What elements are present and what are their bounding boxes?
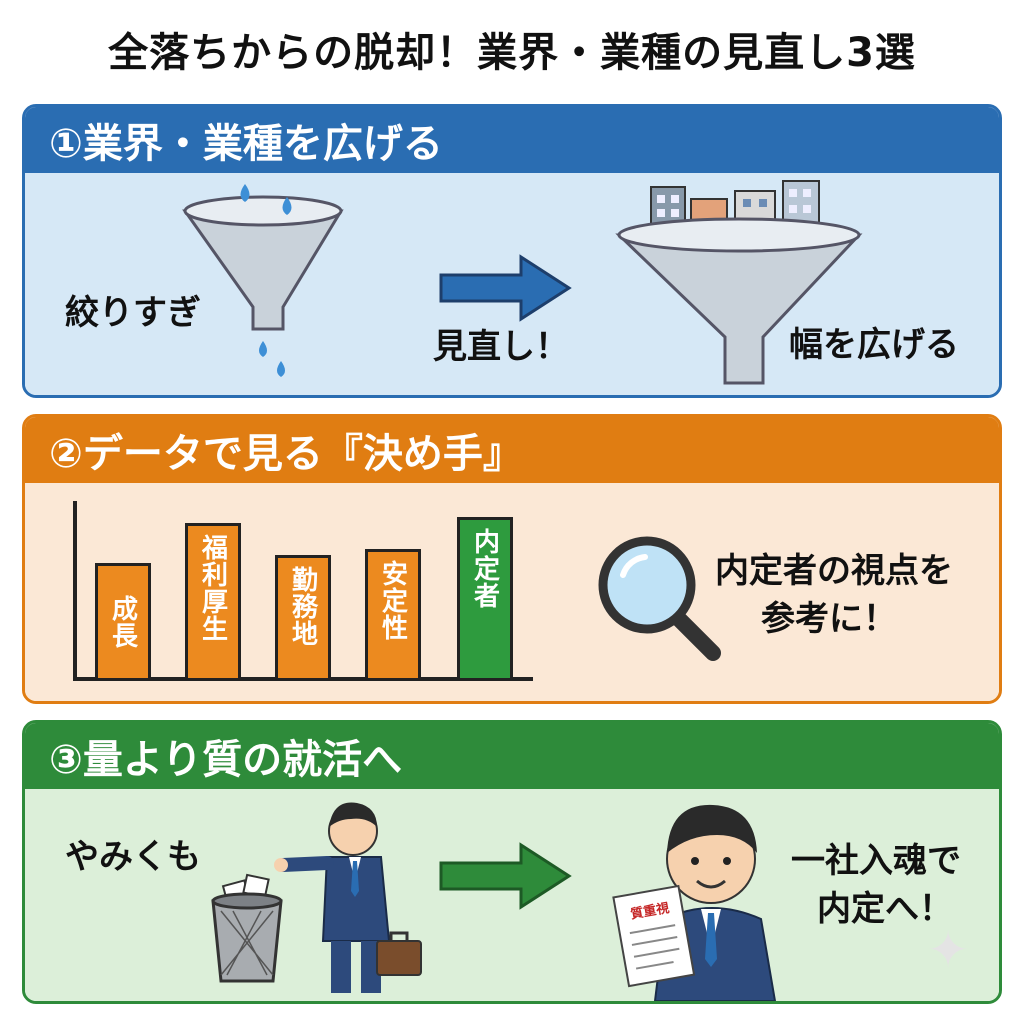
sparkle-icon: ✦	[927, 921, 969, 979]
bar-welfare: 福利厚生	[185, 523, 241, 681]
arrow-right-icon	[439, 842, 572, 910]
section-heading: ①業界・業種を広げる	[25, 107, 999, 173]
section-heading: ②データで見る『決め手』	[25, 417, 999, 483]
callout-line2: 参考に！	[761, 599, 897, 639]
callout-line1: 内定者の視点を	[715, 551, 953, 591]
section-body: 絞りすぎ 見直し！ 幅を広げる	[25, 173, 999, 395]
narrow-funnel-icon	[182, 184, 344, 377]
one-company-label: 一社入魂で	[791, 841, 961, 881]
bar-location: 勤務地	[275, 555, 331, 681]
bar-offer-holders: 内定者	[457, 517, 513, 681]
confident-businessman-icon: 質重視	[612, 804, 777, 1001]
paper-label: 質重視	[629, 900, 670, 923]
bar-stability: 安定性	[365, 549, 421, 681]
businessman-icon	[274, 802, 422, 993]
wide-funnel-icon	[615, 180, 863, 385]
random-label: やみくも	[65, 837, 201, 877]
section-body: やみくも	[25, 789, 999, 1001]
briefcase-icon	[376, 931, 422, 976]
section-quality-over-quantity: ③量より質の就活へ やみくも	[22, 720, 1002, 1004]
widen-label: 幅を広げる	[789, 325, 959, 365]
magnifier-icon	[598, 536, 721, 661]
narrow-label: 絞りすぎ	[65, 293, 201, 333]
page-title: 全落ちからの脱却！業界・業種の見直し3選	[108, 30, 916, 76]
trash-bin-icon	[211, 873, 283, 983]
arrow-right-icon	[439, 254, 572, 322]
section-data-deciding-factor: ②データで見る『決め手』 成長 福利厚生 勤務地 安定性 内定者 内定者の視点を…	[22, 414, 1002, 704]
bar-growth: 成長	[95, 563, 151, 681]
section-expand-industry: ①業界・業種を広げる 絞りすぎ 見直し！	[22, 104, 1002, 398]
offer-label: 内定へ！	[817, 889, 953, 929]
review-label: 見直し！	[433, 327, 569, 367]
section-body: 成長 福利厚生 勤務地 安定性 内定者 内定者の視点を 参考に！	[25, 483, 999, 701]
section-heading: ③量より質の就活へ	[25, 723, 999, 789]
